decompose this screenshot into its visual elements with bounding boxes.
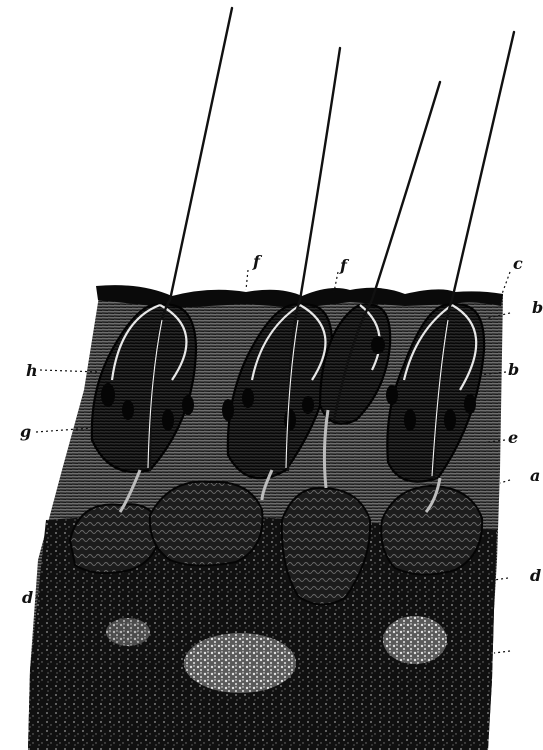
label-c-top: c	[513, 256, 523, 272]
label-f-left: f	[253, 254, 260, 270]
label-d-right: d	[530, 568, 541, 584]
label-f-right: f	[340, 258, 347, 274]
label-h: h	[26, 363, 38, 379]
label-e: e	[508, 430, 518, 446]
fat-lobule	[184, 633, 296, 693]
fat-lobule	[106, 618, 150, 646]
fat-lobule	[383, 616, 447, 664]
label-b-top: b	[532, 300, 543, 316]
label-g: g	[20, 424, 31, 440]
label-b: b	[508, 362, 519, 378]
label-d-left: d	[22, 590, 33, 606]
label-a: a	[530, 468, 540, 484]
